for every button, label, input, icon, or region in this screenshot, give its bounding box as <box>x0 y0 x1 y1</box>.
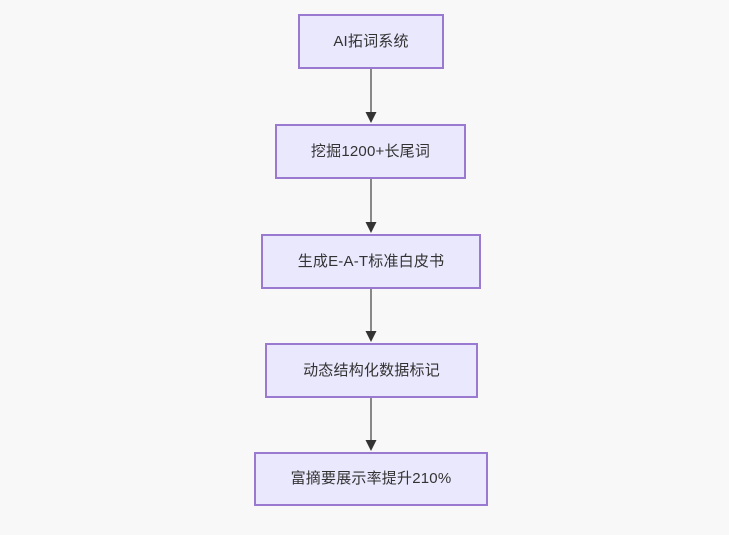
edge-n2-to-n3 <box>361 289 381 343</box>
node-label: 生成E-A-T标准白皮书 <box>297 252 445 270</box>
flowchart-node-dynamic-structured-data-markup[interactable]: 动态结构化数据标记 <box>265 343 478 398</box>
flowchart-node-mine-longtail-keywords[interactable]: 挖掘1200+长尾词 <box>275 124 466 179</box>
edge-n3-to-n4 <box>361 398 381 452</box>
node-label: AI拓词系统 <box>333 32 409 50</box>
edge-n0-to-n1 <box>361 69 381 124</box>
node-label: 富摘要展示率提升210% <box>290 470 452 487</box>
flowchart-node-rich-snippet-rate-increase[interactable]: 富摘要展示率提升210% <box>254 452 488 506</box>
edge-n1-to-n2 <box>361 179 381 234</box>
flowchart-node-generate-eat-whitepaper[interactable]: 生成E-A-T标准白皮书 <box>261 234 481 289</box>
node-label: 动态结构化数据标记 <box>303 361 440 379</box>
node-label: 挖掘1200+长尾词 <box>310 142 431 160</box>
flowchart-node-ai-keyword-system[interactable]: AI拓词系统 <box>298 14 444 69</box>
